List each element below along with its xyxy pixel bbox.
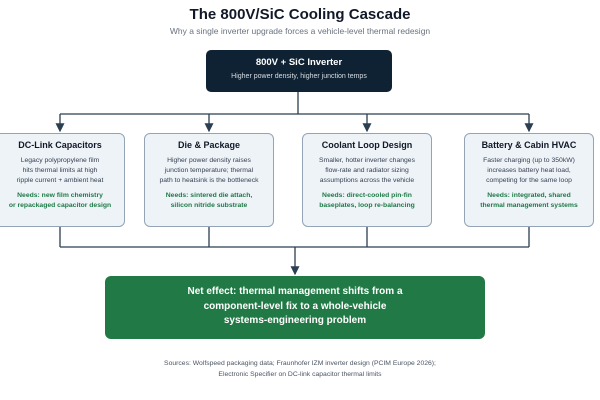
net-effect-line: systems-engineering problem bbox=[223, 315, 367, 326]
card-title: DC-Link Capacitors bbox=[18, 140, 102, 150]
net-effect-line: Net effect: thermal management shifts fr… bbox=[187, 286, 403, 297]
source-node-title: 800V + SiC Inverter bbox=[255, 57, 343, 68]
card-die-package: Die & Package Higher power density raise… bbox=[144, 133, 274, 227]
diagram-title: The 800V/SiC Cooling Cascade bbox=[189, 6, 411, 23]
net-effect-line: component-level fix to a whole-vehicle bbox=[203, 300, 387, 312]
card-coolant-loop-design: Coolant Loop Design Smaller, hotter inve… bbox=[302, 133, 432, 227]
card-battery-cabin-hvac: Battery & Cabin HVAC Faster charging (up… bbox=[464, 133, 594, 227]
net-effect-box: Net effect: thermal management shifts fr… bbox=[105, 276, 485, 339]
source-node-subtitle: Higher power density, higher junction te… bbox=[231, 73, 367, 80]
card-needs: Needs: sintered die attach,silicon nitri… bbox=[165, 192, 253, 210]
diagram-subtitle: Why a single inverter upgrade forces a v… bbox=[169, 26, 431, 36]
card-title: Die & Package bbox=[177, 140, 241, 150]
sources-footnote: Sources: Wolfspeed packaging data; Fraun… bbox=[120, 358, 480, 380]
sources-line: Electronic Specifier on DC-link capacito… bbox=[218, 371, 382, 378]
card-description: Faster charging (up to 350kW)increases b… bbox=[483, 157, 575, 184]
card-title: Coolant Loop Design bbox=[321, 140, 413, 150]
card-dc-link-capacitors: DC-Link Capacitors Legacy polypropylene … bbox=[0, 133, 125, 227]
source-node-inverter: 800V + SiC Inverter Higher power density… bbox=[206, 50, 392, 92]
card-title: Battery & Cabin HVAC bbox=[481, 140, 577, 150]
sources-line: Sources: Wolfspeed packaging data; Fraun… bbox=[164, 360, 436, 367]
